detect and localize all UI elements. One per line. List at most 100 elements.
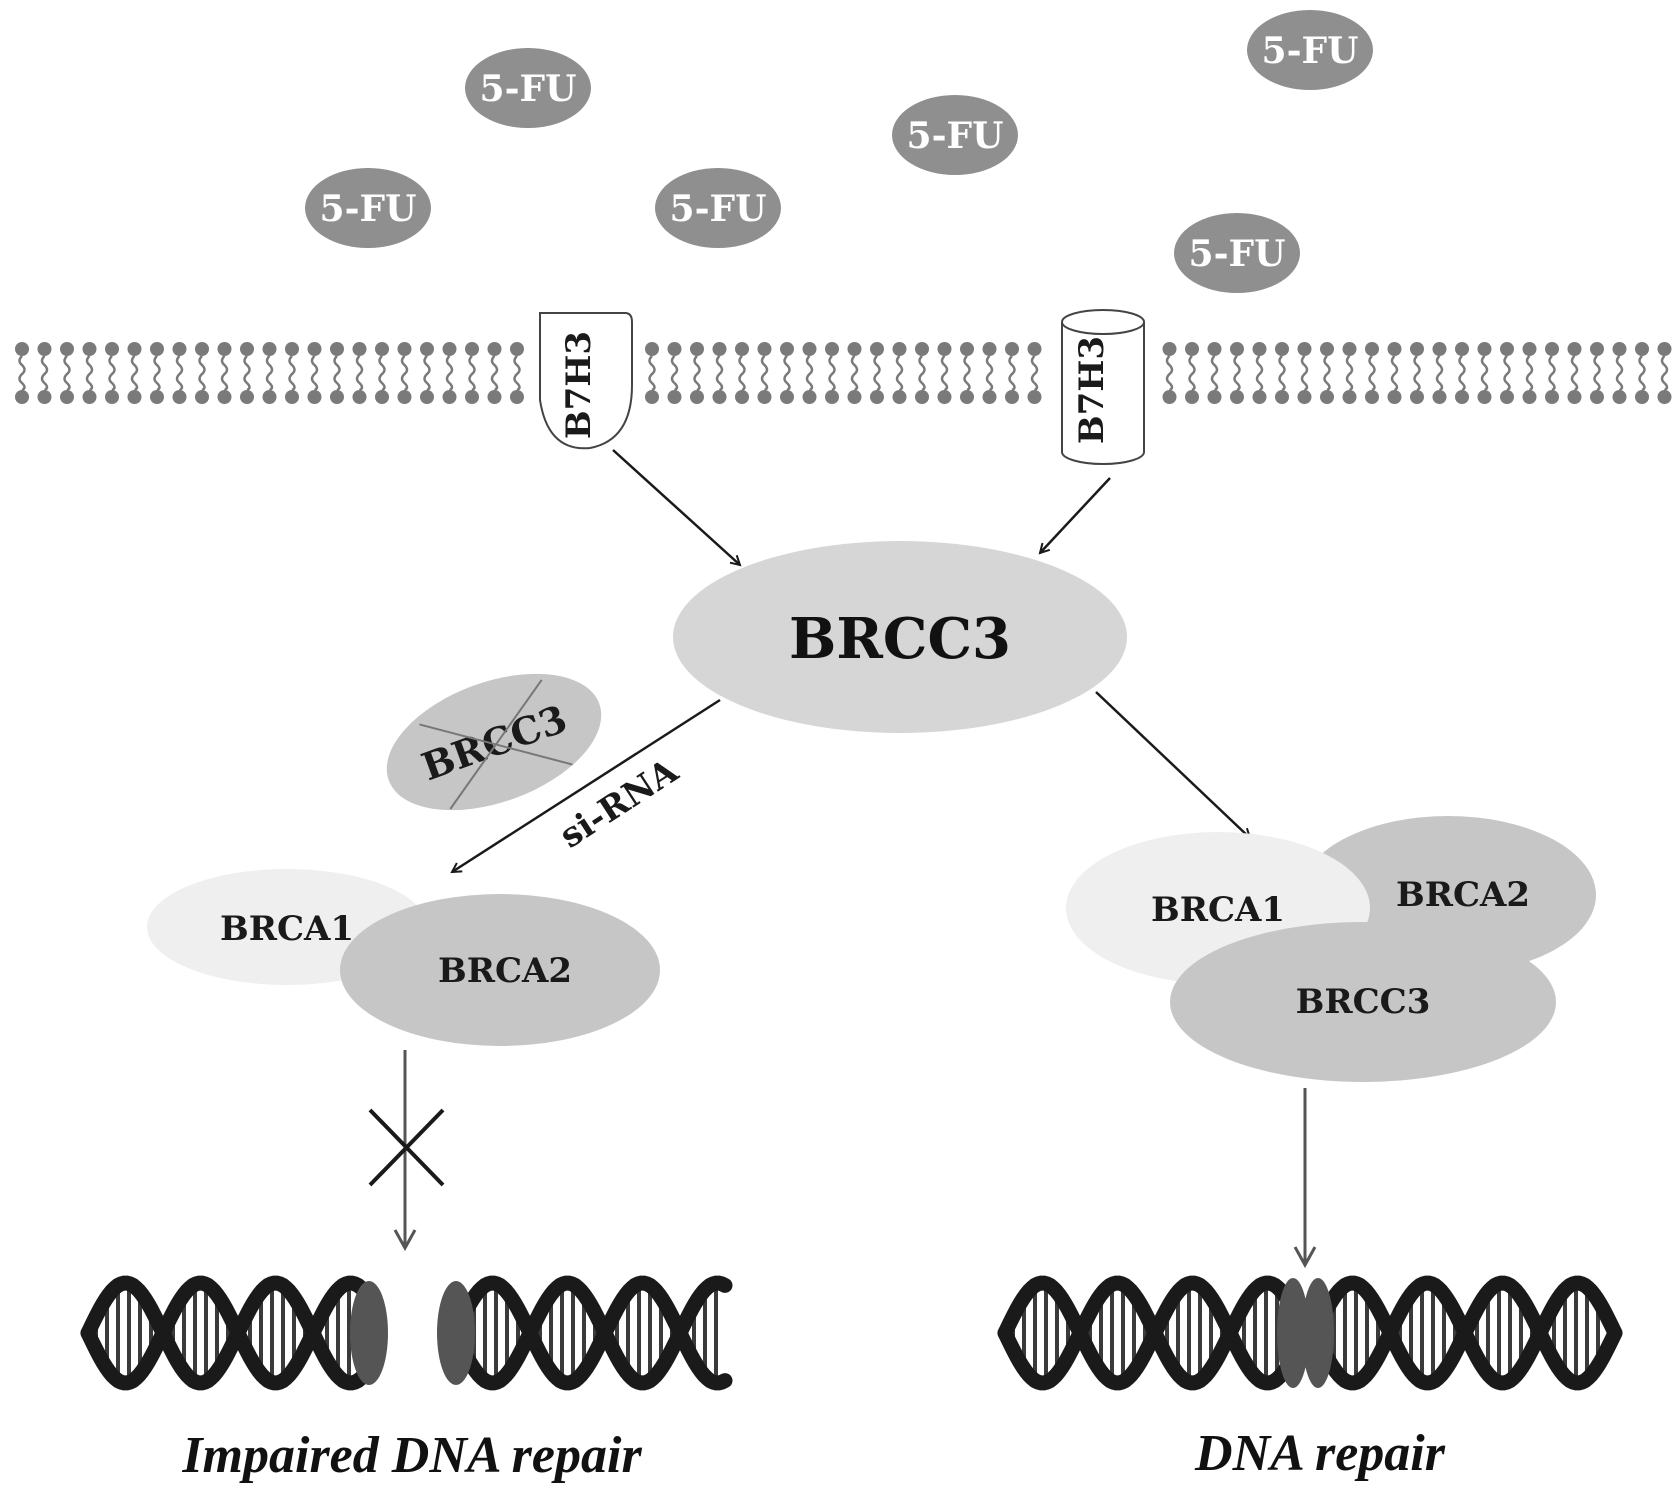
lipid xyxy=(1612,342,1627,404)
lipid xyxy=(307,342,322,404)
b7h3-receptor: B7H3 xyxy=(539,312,633,450)
drug-molecule: 5-FU xyxy=(305,168,431,248)
lipid xyxy=(172,342,187,404)
lipid xyxy=(712,342,727,404)
lipid xyxy=(397,342,412,404)
dna-helix xyxy=(80,1275,375,1391)
drug-label: 5-FU xyxy=(320,188,417,230)
lipid xyxy=(847,342,862,404)
lipid xyxy=(1567,342,1582,404)
drug-label: 5-FU xyxy=(1262,30,1359,72)
lipid xyxy=(1297,342,1312,404)
lipid xyxy=(757,342,772,404)
lipid xyxy=(330,342,344,404)
drug-label: 5-FU xyxy=(907,115,1004,157)
brcc3-knockdown: BRCC3 xyxy=(386,673,602,811)
lipid xyxy=(420,342,434,404)
lipid xyxy=(667,342,682,404)
lipid xyxy=(780,342,794,404)
lipid xyxy=(1657,342,1672,404)
lipid xyxy=(37,342,52,404)
brcc3-label: BRCC3 xyxy=(789,606,1011,672)
drug-molecule: 5-FU xyxy=(655,168,781,248)
drug-molecule: 5-FU xyxy=(892,95,1018,175)
lipid xyxy=(150,342,164,404)
cell-membrane xyxy=(15,342,1672,404)
activation-arrow xyxy=(612,449,740,565)
receptor-label: B7H3 xyxy=(559,331,599,439)
lipid xyxy=(645,342,659,404)
lipid xyxy=(735,342,749,404)
lipid xyxy=(1027,342,1042,404)
cross-out-line xyxy=(449,679,543,810)
lipid xyxy=(262,342,277,404)
lipid xyxy=(825,342,839,404)
lipid xyxy=(1365,342,1379,404)
lipid xyxy=(60,342,74,404)
lipid xyxy=(1635,342,1649,404)
brcc3-label: BRCC3 xyxy=(1296,982,1431,1022)
lipid xyxy=(1320,342,1334,404)
lipid xyxy=(1185,342,1199,404)
drug-label: 5-FU xyxy=(670,188,767,230)
lipid xyxy=(915,342,929,404)
lipid xyxy=(982,342,997,404)
lipid xyxy=(1387,342,1402,404)
dna-repair-joint xyxy=(1277,1278,1309,1388)
lipid xyxy=(1432,342,1447,404)
lipid xyxy=(870,342,884,404)
lipid xyxy=(1410,342,1424,404)
lipid xyxy=(217,342,232,404)
lipid xyxy=(1477,342,1492,404)
brca1-label: BRCA1 xyxy=(1151,890,1285,930)
brca2-protein: BRCA2 xyxy=(340,894,660,1046)
dna-helix xyxy=(1307,1275,1623,1391)
dna-repair-joint xyxy=(1302,1278,1334,1388)
lipid xyxy=(1522,342,1537,404)
lipid xyxy=(1207,342,1222,404)
drug-molecule: 5-FU xyxy=(1247,10,1373,90)
brca2-label: BRCA2 xyxy=(438,951,572,991)
sirna-label: si-RNA xyxy=(553,751,686,857)
lipid xyxy=(465,342,479,404)
sirna-arrow xyxy=(452,698,721,872)
lipid xyxy=(127,342,142,404)
lipid xyxy=(1252,342,1267,404)
right-caption: DNA repair xyxy=(1194,1425,1446,1482)
brca2-label: BRCA2 xyxy=(1396,875,1530,915)
lipid xyxy=(937,342,952,404)
lipid xyxy=(892,342,907,404)
dna-helix xyxy=(447,1275,733,1391)
lipid xyxy=(285,342,299,404)
lipid xyxy=(15,342,29,404)
drug-label: 5-FU xyxy=(1189,233,1286,275)
lipid xyxy=(82,342,97,404)
lipid xyxy=(195,342,209,404)
lipid xyxy=(1342,342,1357,404)
brcc3-protein: BRCC3 xyxy=(1170,922,1556,1082)
lipid xyxy=(802,342,817,404)
lipid xyxy=(105,342,119,404)
activation-arrow xyxy=(1095,691,1250,838)
dna-helix xyxy=(997,1275,1301,1391)
dna-broken-end xyxy=(350,1281,388,1385)
drug-molecule: 5-FU xyxy=(1174,213,1300,293)
lipid xyxy=(960,342,974,404)
lipid xyxy=(690,342,704,404)
lipid xyxy=(375,342,389,404)
lipid xyxy=(240,342,254,404)
drug-molecule: 5-FU xyxy=(465,48,591,128)
lipid xyxy=(1230,342,1244,404)
lipid xyxy=(1500,342,1514,404)
lipid xyxy=(487,342,502,404)
lipid xyxy=(1590,342,1604,404)
lipid xyxy=(1275,342,1289,404)
lipid xyxy=(442,342,457,404)
left-caption: Impaired DNA repair xyxy=(181,1427,642,1484)
activation-arrow xyxy=(1040,477,1111,553)
drug-label: 5-FU xyxy=(480,68,577,110)
dna-broken-end xyxy=(437,1281,475,1385)
block-x xyxy=(368,1108,445,1187)
lipid xyxy=(1455,342,1469,404)
brca1-label: BRCA1 xyxy=(220,909,354,949)
